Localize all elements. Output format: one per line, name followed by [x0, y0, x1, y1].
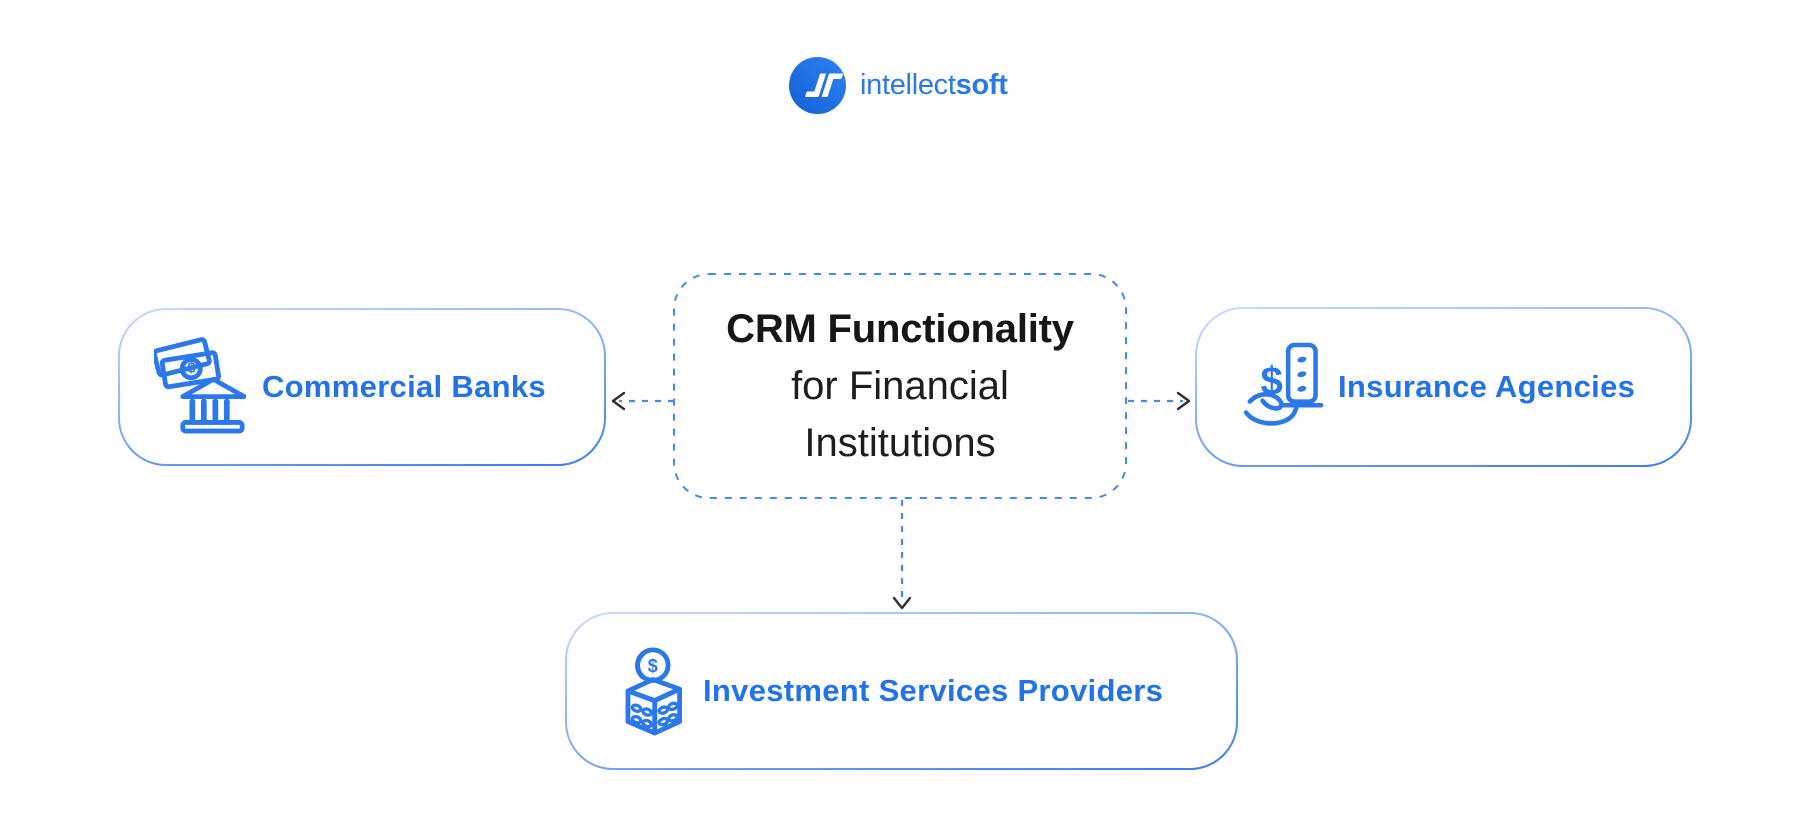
node-commercial-banks-body: $ Commercial Banks — [120, 310, 604, 464]
node-insurance-agencies: $ Insurance Agencies — [1195, 307, 1692, 467]
node-investment-services-providers-label: Investment Services Providers — [703, 673, 1164, 708]
node-insurance-agencies-body: $ Insurance Agencies — [1197, 309, 1690, 465]
right-arrow — [1128, 391, 1191, 411]
node-commercial-banks: $ Commercial Banks — [118, 308, 606, 466]
bank-with-banknotes-icon: $ — [154, 337, 246, 434]
dollar-glyph: $ — [1261, 358, 1283, 403]
center-node-crm-functionality: CRM Functionality for Financial Institut… — [673, 273, 1127, 499]
brand-name-regular: intellect — [860, 69, 956, 101]
dollar-glyph: $ — [648, 656, 658, 676]
down-arrow — [892, 500, 912, 610]
intellectsoft-logo-icon — [789, 57, 846, 114]
intellectsoft-logo: intellectsoft — [789, 57, 1008, 114]
center-title-line2: for Financial — [791, 363, 1009, 408]
intellectsoft-mark-icon — [805, 73, 843, 97]
center-title-line3: Institutions — [804, 420, 996, 465]
money-box-coin-icon: $ — [625, 647, 682, 736]
node-insurance-agencies-label: Insurance Agencies — [1338, 369, 1636, 404]
dashed-border — [673, 273, 1127, 499]
left-arrow — [611, 391, 674, 411]
brand-name-bold: soft — [955, 69, 1008, 101]
brand-name: intellectsoft — [860, 69, 1008, 102]
dollar-glyph: $ — [187, 361, 195, 377]
node-commercial-banks-label: Commercial Banks — [262, 369, 546, 404]
center-title-line1: CRM Functionality — [726, 306, 1074, 351]
node-investment-services-providers: $ Investment Services Providers — [565, 612, 1238, 770]
node-investment-services-providers-body: $ Investment Services Providers — [567, 614, 1236, 768]
hand-holding-building-icon: $ — [1243, 342, 1324, 426]
